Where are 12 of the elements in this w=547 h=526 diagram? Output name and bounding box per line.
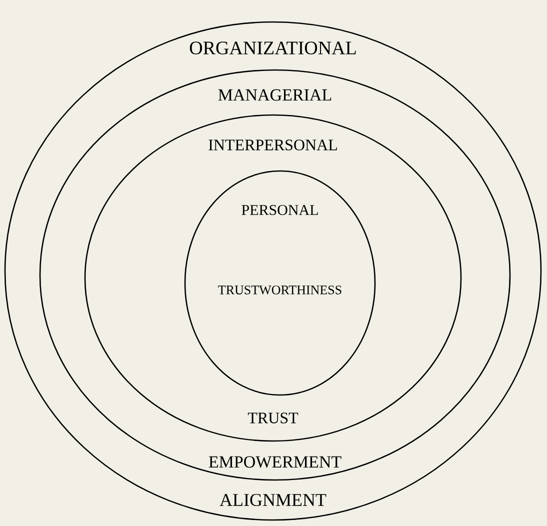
ring — [4, 21, 542, 521]
ring-label: TRUSTWORTHINESS — [218, 286, 342, 294]
ring-label: ORGANIZATIONAL — [190, 42, 356, 54]
ring — [39, 69, 511, 481]
ring-label: PERSONAL — [242, 204, 318, 216]
ring-label: TRUST — [248, 412, 298, 424]
ring — [184, 170, 376, 396]
ring-label: EMPOWERMENT — [208, 456, 342, 468]
ring-label: MANAGERIAL — [218, 89, 332, 101]
ring-label: INTERPERSONAL — [208, 140, 337, 150]
ring — [84, 114, 462, 442]
ring-label: ALIGNMENT — [220, 494, 326, 506]
